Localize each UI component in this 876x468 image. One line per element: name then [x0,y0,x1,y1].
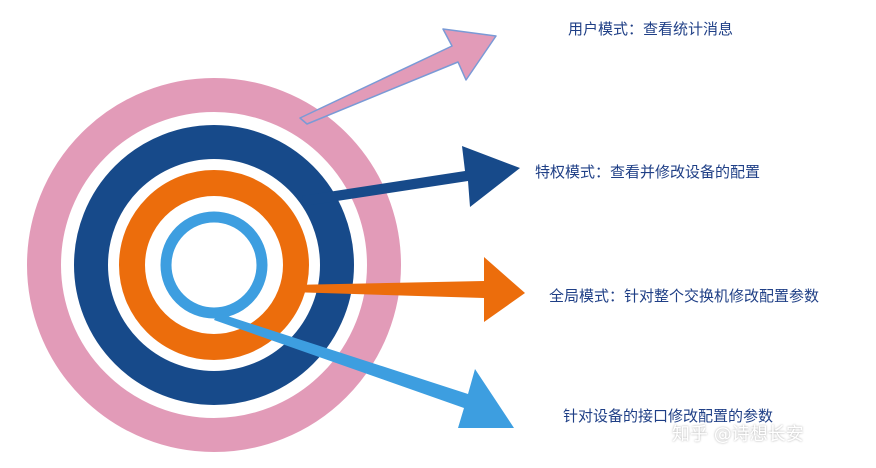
global-mode-ring [119,170,309,360]
user-mode-arrow [299,28,497,125]
interface-mode-ring [160,211,268,319]
global-mode-label: 全局模式：针对整个交换机修改配置参数 [549,287,820,305]
privileged-mode-arrow [302,146,520,207]
interface-mode-label: 针对设备的接口修改配置的参数 [563,407,774,425]
user-mode-label: 用户模式：查看统计消息 [568,20,734,38]
watermark: 知乎 @诗想长安 [672,424,804,445]
interface-mode-arrow [214,313,514,428]
privileged-mode-label: 特权模式：查看并修改设备的配置 [535,163,761,181]
privileged-mode-ring [74,125,354,405]
global-mode-arrow [290,257,525,322]
user-mode-ring [27,78,401,452]
